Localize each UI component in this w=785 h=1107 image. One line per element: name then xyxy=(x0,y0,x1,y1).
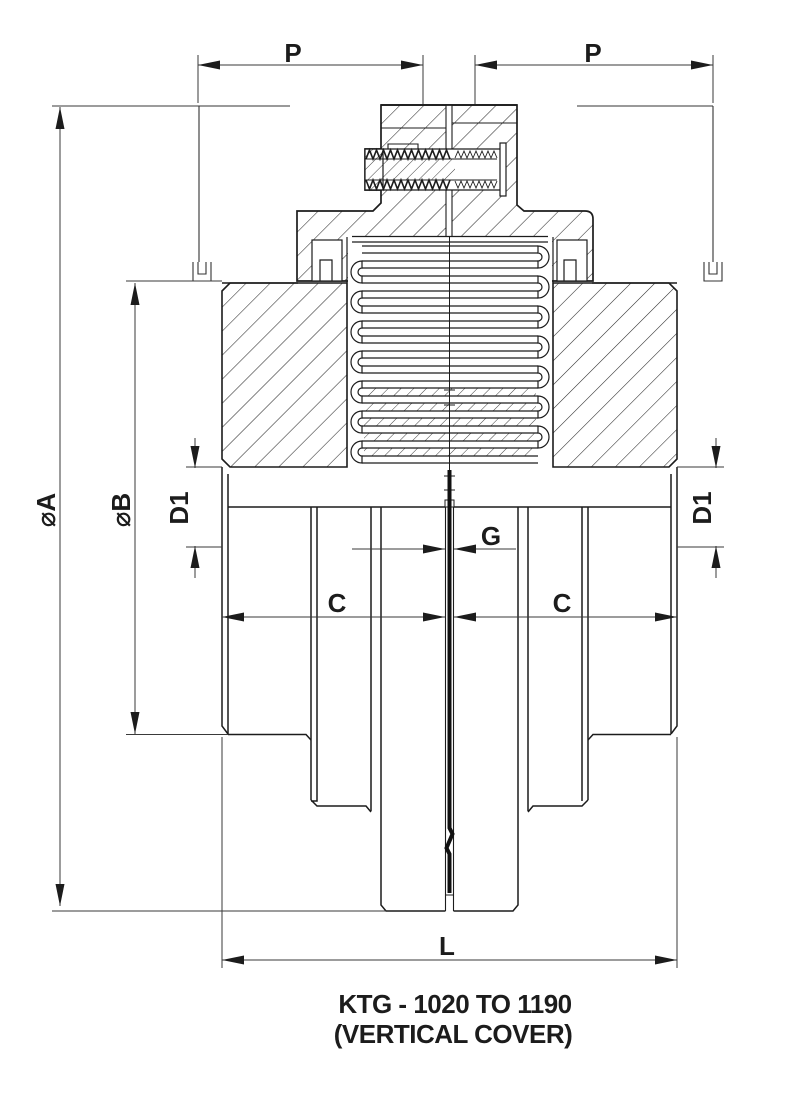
dim-label-d1-right: D1 xyxy=(687,491,717,524)
thread-sawtooth-light xyxy=(454,149,498,160)
drawing-title: KTG - 1020 TO 1190 (VERTICAL COVER) xyxy=(334,989,573,1049)
dim-label-g: G xyxy=(481,521,501,551)
flange-section xyxy=(221,282,678,468)
thread-sawtooth-light xyxy=(454,179,498,190)
dim-label-d1-left: D1 xyxy=(164,491,194,524)
flange-left-section xyxy=(221,282,348,468)
cover-removed-phantom xyxy=(192,105,723,282)
plug-core xyxy=(383,159,455,180)
dimension-lines xyxy=(52,55,724,968)
seal-grooves xyxy=(311,239,588,282)
dimension-labels: P P ⌀A ⌀B D1 D1 C C G L xyxy=(31,38,717,961)
hub-outline xyxy=(221,467,678,912)
dim-label-p-right: P xyxy=(584,38,601,68)
title-line-1: KTG - 1020 TO 1190 xyxy=(338,989,571,1019)
dim-label-dia-a: ⌀A xyxy=(31,493,61,528)
dim-label-c-left: C xyxy=(328,588,347,618)
thread-sawtooth xyxy=(365,147,451,162)
dim-label-dia-b: ⌀B xyxy=(106,493,136,527)
cover-lip-phantom-right xyxy=(703,262,723,282)
dimension-arrows xyxy=(55,60,721,965)
shaft-gap-thick-line xyxy=(444,470,455,893)
center-gap-lines xyxy=(444,237,455,911)
lube-plug xyxy=(364,142,507,197)
dim-label-p-left: P xyxy=(284,38,301,68)
title-line-2: (VERTICAL COVER) xyxy=(334,1019,573,1049)
dim-label-c-right: C xyxy=(553,588,572,618)
plug-end-step xyxy=(499,142,507,197)
flange-right-section xyxy=(552,282,678,468)
thread-sawtooth xyxy=(365,177,451,192)
dim-label-l: L xyxy=(439,931,455,961)
